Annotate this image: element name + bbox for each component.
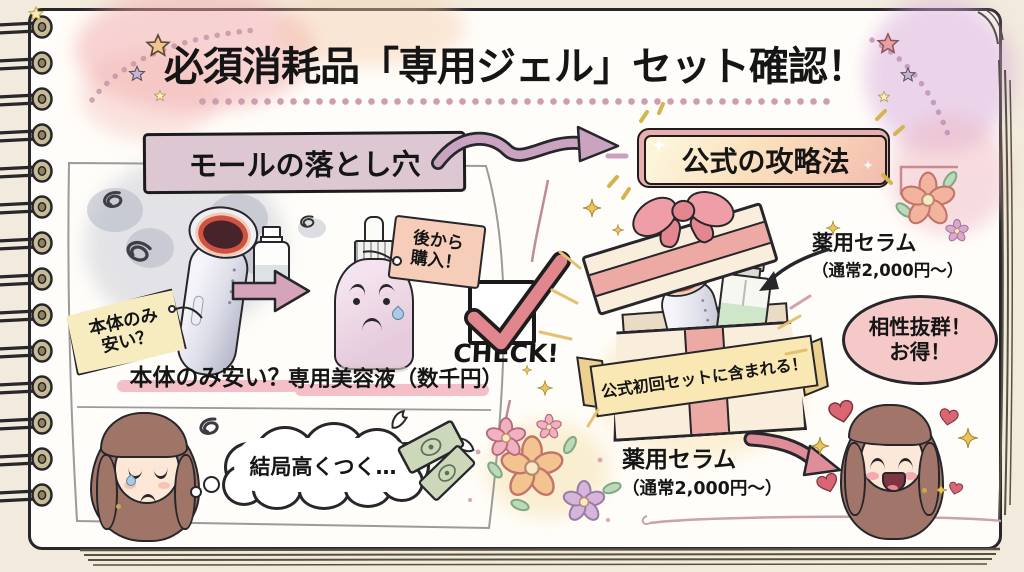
blush bbox=[866, 472, 879, 480]
official-strategy-label: 公式の攻略法 bbox=[644, 135, 887, 185]
official-strategy-header: 公式の攻略法 bbox=[637, 128, 890, 188]
bangs bbox=[100, 412, 188, 458]
compatibility-bubble: 相性抜群！ お得！ bbox=[842, 295, 998, 385]
sad-eyebrow bbox=[377, 282, 395, 297]
mall-pitfall-header: モールの落とし穴 bbox=[142, 130, 467, 195]
medicated-serum-note-bottom: 薬用セラム （通常2,000円〜） bbox=[622, 446, 812, 500]
serum-note-top-line1: 薬用セラム bbox=[812, 231, 917, 255]
medicated-serum-note-top: 薬用セラム （通常2,000円〜） bbox=[812, 230, 992, 281]
bubble-line2: お得！ bbox=[889, 340, 951, 364]
sad-eyebrow bbox=[349, 282, 367, 297]
eye bbox=[383, 298, 390, 305]
title-underline-dots bbox=[196, 97, 832, 106]
thought-trail-circle bbox=[190, 486, 202, 498]
serum-note-bottom-line2: （通常2,000円〜） bbox=[622, 478, 783, 499]
bangs bbox=[848, 404, 932, 446]
blush bbox=[158, 482, 170, 489]
page-title: 必須消耗品「専用ジェル」セット確認！ bbox=[164, 44, 867, 90]
blush bbox=[904, 472, 917, 480]
happy-woman-illustration bbox=[838, 402, 944, 542]
thought-bubble: 結局高くつく… bbox=[220, 422, 430, 510]
thought-bubble-text: 結局高くつく… bbox=[249, 455, 397, 479]
bubble-line1: 相性抜群！ bbox=[868, 315, 972, 340]
open-smile-mouth bbox=[882, 472, 906, 492]
hair-strand bbox=[96, 454, 118, 530]
small-bottle-illustration bbox=[252, 226, 290, 288]
tear-drop bbox=[389, 305, 407, 323]
buy-later-line2: 購入！ bbox=[409, 247, 463, 274]
serum-caption: 専用美容液（数千円） bbox=[288, 367, 504, 392]
serum-note-top-line2: （通常2,000円〜） bbox=[812, 261, 964, 281]
serum-note-bottom-line1: 薬用セラム bbox=[622, 447, 737, 473]
earring bbox=[922, 488, 927, 493]
eye bbox=[353, 298, 360, 305]
happy-closed-eye bbox=[898, 458, 913, 470]
sad-woman-illustration bbox=[88, 410, 204, 542]
check-box-icon bbox=[468, 280, 536, 345]
buy-later-tag: 後から 購入！ bbox=[387, 214, 487, 290]
frown-mouth bbox=[362, 318, 382, 331]
thought-trail-circle bbox=[203, 476, 220, 493]
hair-strand bbox=[844, 442, 866, 516]
happy-closed-eye bbox=[870, 458, 885, 470]
earring bbox=[116, 504, 121, 509]
device-caption: 本体のみ安い？ bbox=[129, 365, 291, 391]
hair-strand bbox=[918, 442, 940, 516]
